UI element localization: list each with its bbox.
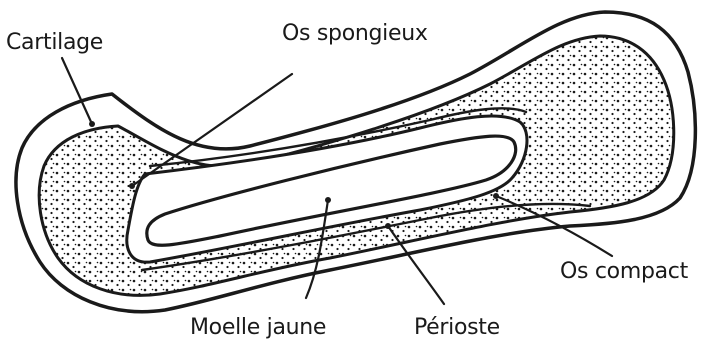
- leader-yellow-marrow-dot: [325, 197, 331, 203]
- leader-periosteum-dot: [385, 223, 391, 229]
- label-periosteum: Périoste: [414, 315, 500, 340]
- label-cartilage: Cartilage: [6, 30, 103, 55]
- label-compact-bone: Os compact: [560, 259, 689, 284]
- leader-compact-bone-dot: [493, 193, 499, 199]
- leader-cartilage-dot: [89, 121, 95, 127]
- label-yellow-marrow: Moelle jaune: [190, 315, 326, 340]
- label-spongy-bone: Os spongieux: [282, 21, 428, 46]
- leader-spongy-bone-dot: [129, 183, 135, 189]
